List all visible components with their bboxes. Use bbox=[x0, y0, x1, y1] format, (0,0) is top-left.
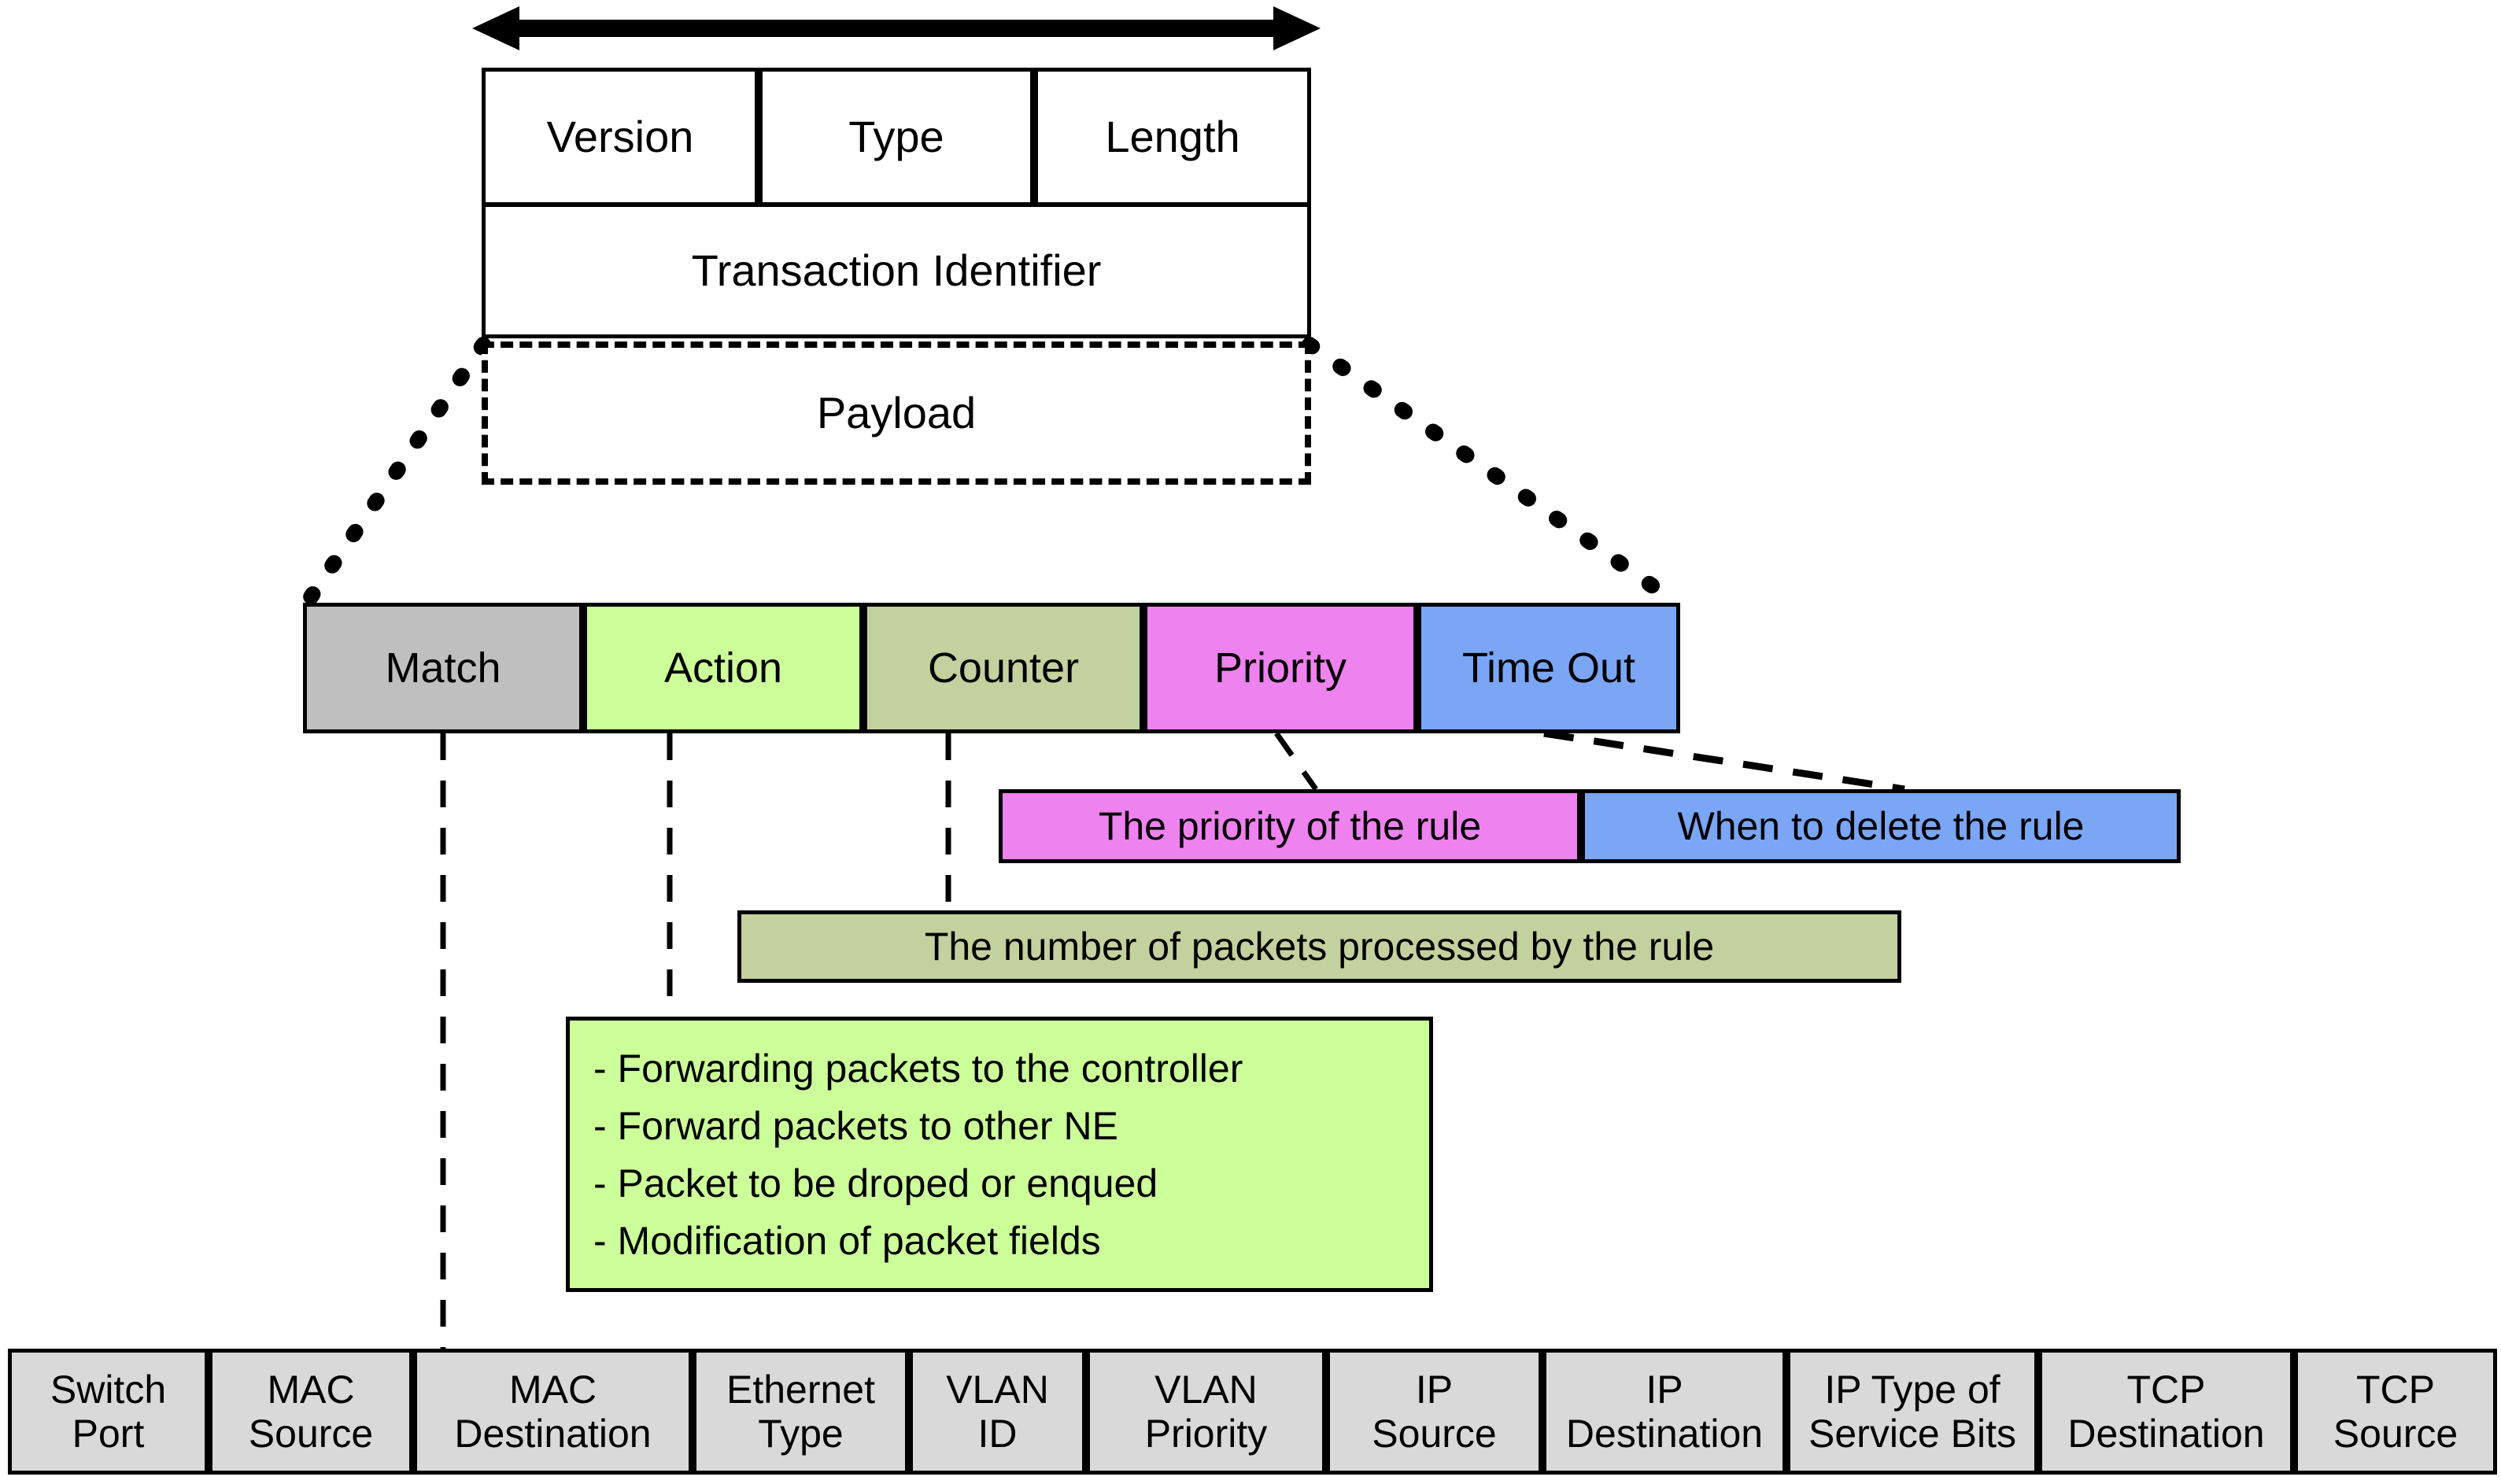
match-field-line2: Destination bbox=[1565, 1412, 1764, 1456]
match-field-line1: IP bbox=[1415, 1368, 1454, 1412]
match-field-line2: Source bbox=[2333, 1412, 2459, 1456]
match-field-line2: Service Bits bbox=[1808, 1412, 2016, 1456]
match-field-line1: IP Type of bbox=[1824, 1368, 2000, 1412]
match-field-line2: Destination bbox=[2067, 1412, 2265, 1456]
header-field-length: Length bbox=[1034, 68, 1311, 206]
callout-action-line: - Forward packets to other NE bbox=[593, 1103, 1118, 1148]
rule-cell-match: Match bbox=[303, 603, 583, 733]
rule-cell-action: Action bbox=[583, 603, 863, 733]
match-field-line2: Source bbox=[248, 1412, 374, 1456]
match-field-line1: TCP bbox=[2356, 1368, 2435, 1412]
priority-to-callout-connector bbox=[1274, 731, 1318, 792]
match-field-line1: Ethernet bbox=[726, 1368, 875, 1412]
header-field-transaction-identifier: Transaction Identifier bbox=[482, 203, 1311, 338]
match-field-line2: Type bbox=[758, 1412, 844, 1456]
match-field-line1: MAC bbox=[508, 1368, 597, 1412]
rule-cell-time-out: Time Out bbox=[1417, 603, 1680, 733]
match-field-line1: VLAN bbox=[1154, 1368, 1258, 1412]
callout-action-line: - Packet to be droped or enqued bbox=[593, 1161, 1158, 1205]
match-field-line1: TCP bbox=[2126, 1368, 2206, 1412]
payload-to-rule-left-connector bbox=[299, 337, 491, 611]
header-field-type: Type bbox=[759, 68, 1034, 206]
match-field-line1: Switch bbox=[50, 1368, 167, 1412]
width-arrow-icon bbox=[472, 6, 1321, 50]
match-field-line1: MAC bbox=[267, 1368, 355, 1412]
callout-action: - Forwarding packets to the controller -… bbox=[566, 1017, 1433, 1292]
callout-action-line: - Modification of packet fields bbox=[593, 1218, 1101, 1263]
match-field-line2: Priority bbox=[1144, 1412, 1268, 1456]
payload-box: Payload bbox=[482, 341, 1311, 485]
match-field-line1: IP bbox=[1646, 1368, 1683, 1412]
match-field-line2: Destination bbox=[454, 1412, 652, 1456]
timeout-to-callout-connector bbox=[1543, 729, 1905, 793]
match-field-line2: Source bbox=[1372, 1412, 1497, 1456]
callout-priority: The priority of the rule bbox=[999, 789, 1581, 863]
match-field-line1: VLAN bbox=[946, 1368, 1049, 1412]
rule-cell-priority: Priority bbox=[1143, 603, 1417, 733]
rule-cell-counter: Counter bbox=[863, 603, 1143, 733]
callout-action-line: - Forwarding packets to the controller bbox=[593, 1046, 1243, 1091]
payload-to-rule-right-connector bbox=[1302, 337, 1684, 611]
callout-counter: The number of packets processed by the r… bbox=[737, 910, 1901, 983]
header-field-version: Version bbox=[482, 68, 759, 206]
match-field-line2: Port bbox=[72, 1412, 145, 1456]
callout-time-out: When to delete the rule bbox=[1581, 789, 2181, 863]
match-field-line2: ID bbox=[977, 1412, 1018, 1456]
